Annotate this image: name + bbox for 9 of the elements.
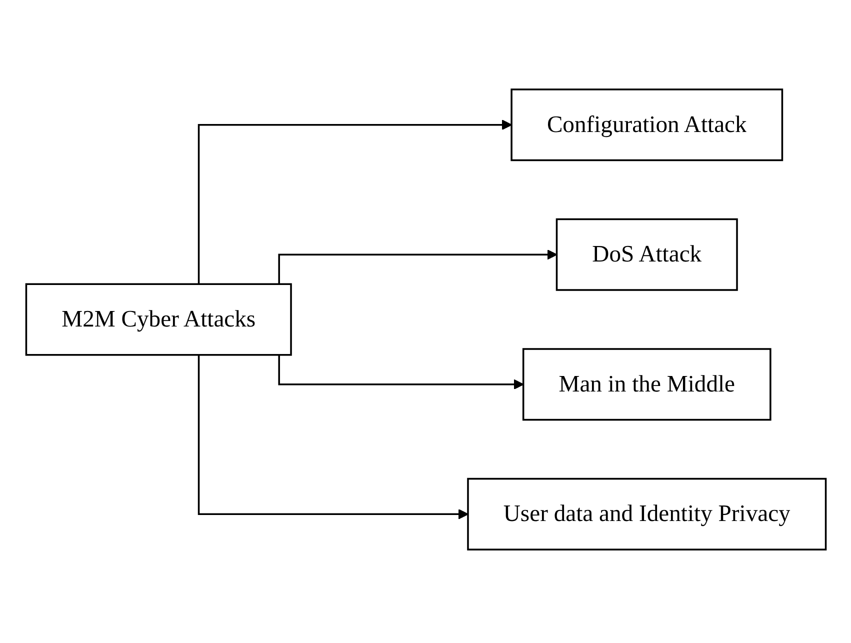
node-box: User data and Identity Privacy — [466, 477, 826, 550]
node-box: M2M Cyber Attacks — [24, 282, 292, 356]
node-box: Configuration Attack — [510, 88, 783, 161]
arrow — [197, 354, 468, 519]
arrow — [197, 119, 512, 284]
node-box: DoS Attack — [555, 218, 738, 290]
arrow — [278, 248, 557, 284]
arrow — [278, 354, 524, 390]
node-box: Man in the Middle — [522, 348, 771, 420]
